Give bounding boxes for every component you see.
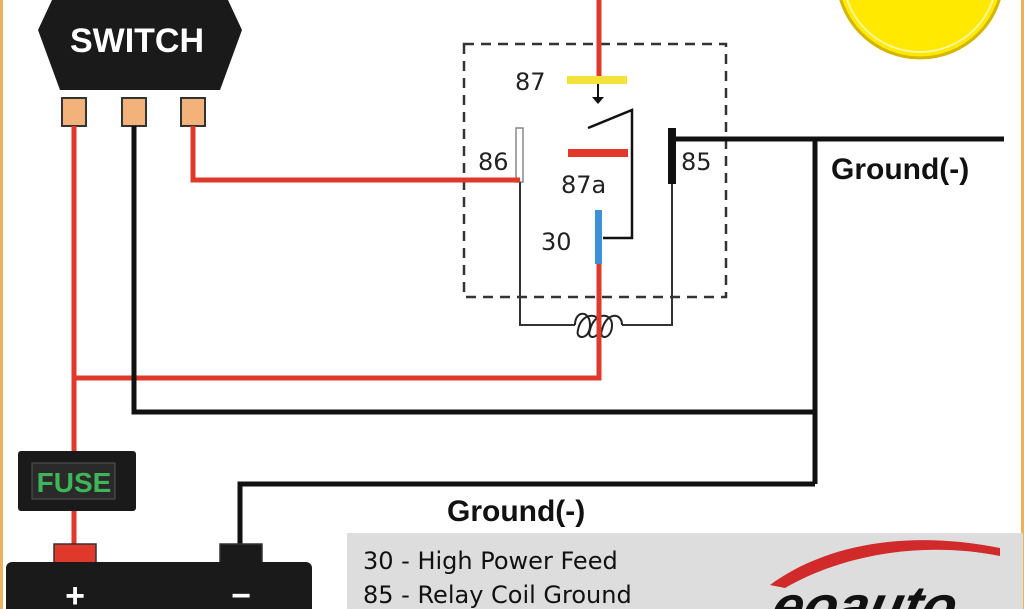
ground-label-right: Ground(-): [831, 153, 969, 186]
logo-swoosh: [770, 540, 1000, 588]
battery-positive-terminal: [53, 543, 97, 565]
wire-ground-to-battery: [237, 481, 815, 548]
pin-87: [567, 76, 627, 84]
pin-87a-label: 87a: [561, 171, 606, 199]
battery-minus-label: −: [231, 577, 251, 609]
ground-label-bottom: Ground(-): [447, 495, 585, 528]
left-edge-line: [0, 0, 3, 609]
relay-housing: [462, 42, 728, 299]
pin-87a: [568, 149, 628, 157]
relay-coil-icon: [574, 312, 623, 338]
right-edge-line: [1021, 0, 1024, 609]
contact-arrow-head: [592, 97, 604, 104]
bulb-inner-ring: [846, 0, 994, 53]
bulb-icon: [839, 0, 1001, 60]
switch-terminal-left: [61, 97, 87, 127]
pin-85: [668, 128, 676, 184]
fuse-label: FUSE: [37, 467, 112, 498]
battery-negative-terminal: [219, 543, 263, 565]
pin-86-label: 86: [478, 148, 509, 176]
wire-30-feed: [76, 264, 602, 381]
legend-item: 85 - Relay Coil Ground: [363, 581, 632, 609]
switch-label: SWITCH: [70, 22, 204, 60]
battery-plus-label: +: [65, 577, 85, 609]
battery-body: [6, 562, 312, 609]
switch-body: [38, 0, 242, 90]
switch-terminal-middle: [121, 97, 147, 127]
logo-text: eoauto: [767, 575, 964, 609]
pin-85-label: 85: [681, 148, 712, 176]
pin-87-label: 87: [515, 68, 546, 96]
wire-switch-ground: [131, 126, 815, 415]
pin-86: [515, 127, 524, 183]
wire-switch-to-86: [190, 126, 520, 183]
legend-item: 30 - High Power Feed: [363, 547, 618, 575]
coil-wire-86: [519, 182, 575, 326]
relay-switch-arm: [587, 108, 634, 240]
coil-wire-85: [622, 184, 673, 326]
pin-30: [595, 210, 602, 264]
fuse-label-box: [31, 462, 116, 500]
switch-terminal-right: [180, 97, 206, 127]
pin-30-label: 30: [541, 228, 572, 256]
